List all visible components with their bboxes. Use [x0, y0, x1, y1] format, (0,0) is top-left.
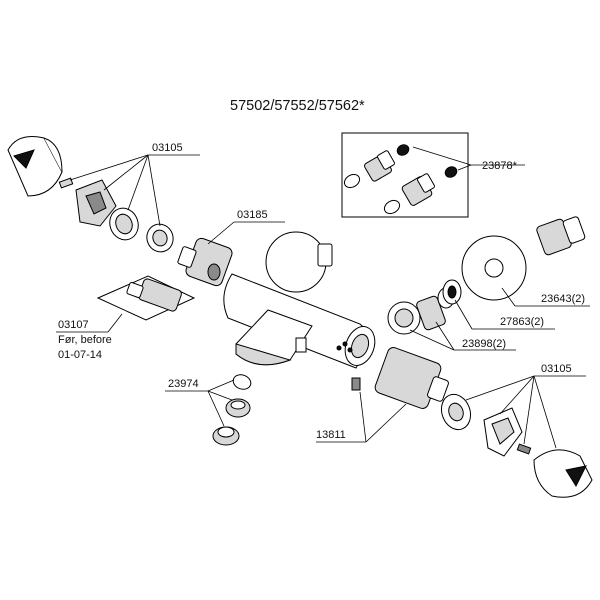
label-23974: 23974	[168, 378, 199, 390]
washer-27863	[442, 279, 462, 305]
label-27863: 27863(2)	[500, 316, 544, 328]
handle-cap-bottom	[533, 449, 593, 498]
diagram-title: 57502/57552/57562*	[230, 98, 365, 114]
label-23878: 23878*	[482, 160, 518, 172]
bushing-bottom	[440, 393, 472, 431]
label-03105-top: 03105	[152, 142, 183, 154]
note-before-line1: Før, before	[58, 334, 112, 346]
label-23898: 23898(2)	[462, 338, 506, 350]
label-03107: 03107	[58, 319, 89, 331]
cover-23643	[461, 235, 527, 301]
aerator-ring	[225, 398, 251, 418]
mixer-body	[223, 231, 376, 369]
set-screw	[351, 377, 361, 391]
ring-top	[109, 207, 139, 241]
nut-23898	[387, 301, 421, 335]
aerator-washer	[232, 374, 252, 390]
note-before-line2: 01-07-14	[58, 349, 102, 361]
inset-box-23878	[341, 132, 472, 218]
handle-cap-top	[7, 136, 63, 197]
aerator-insert	[212, 426, 240, 446]
cartridge-03185	[177, 237, 233, 287]
handle-adapter-top	[75, 179, 117, 227]
label-23643: 23643(2)	[541, 293, 585, 305]
label-03105-bottom: 03105	[541, 363, 572, 375]
inset-box-03107	[96, 275, 196, 321]
valve-fitting-upper	[343, 144, 410, 189]
thermostat-cartridge-13811	[374, 347, 449, 409]
bushing-top	[146, 223, 174, 253]
valve-fitting-lower	[383, 166, 458, 215]
label-03185: 03185	[237, 209, 268, 221]
screw-bottom-right	[516, 443, 532, 455]
handle-adapter-bottom	[483, 407, 523, 457]
union-fitting	[536, 216, 586, 256]
label-13811: 13811	[316, 429, 346, 441]
screw-top-left	[58, 177, 74, 189]
